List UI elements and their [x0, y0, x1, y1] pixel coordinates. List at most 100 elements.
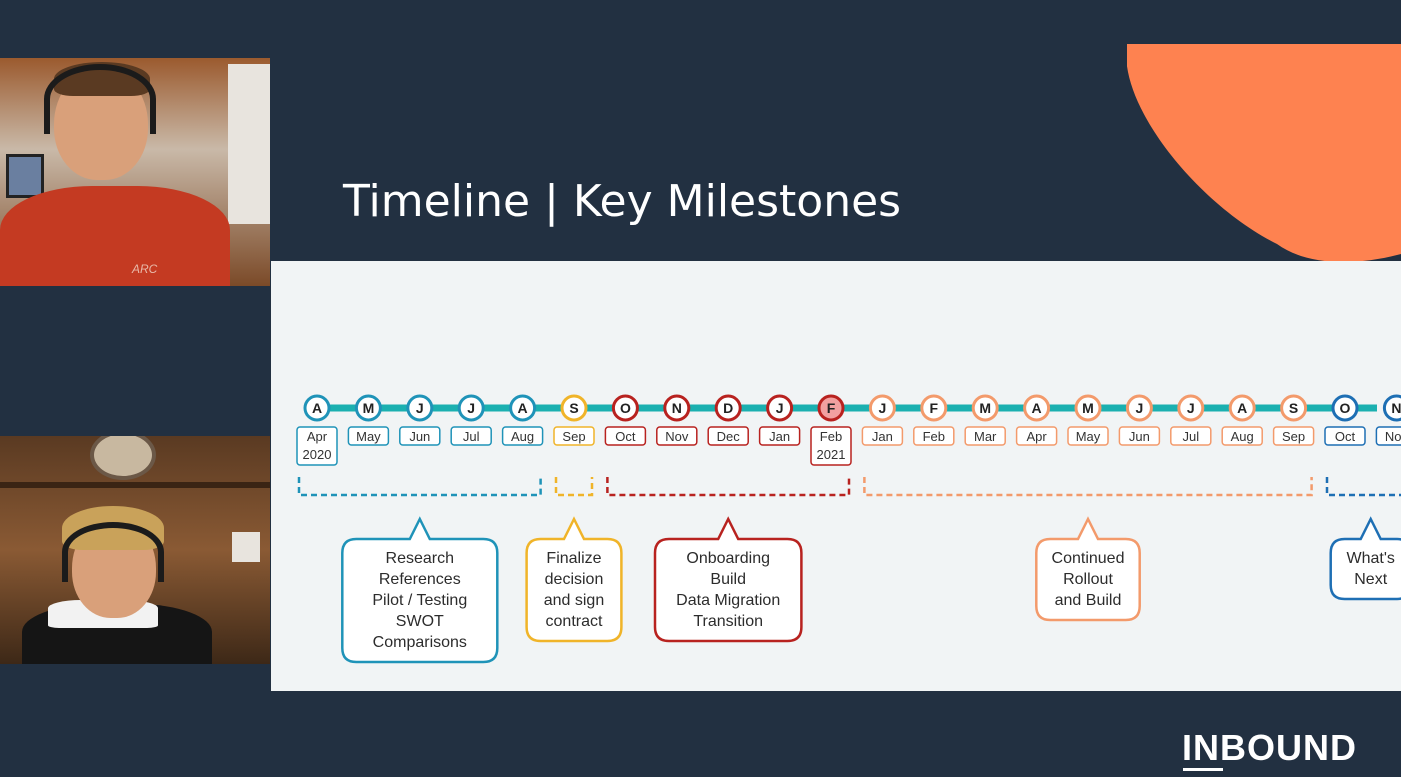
- month-label: Nov: [665, 429, 689, 444]
- month-node: M May: [1067, 394, 1109, 446]
- month-label: Jun: [1129, 429, 1150, 444]
- callout-line: SWOT: [395, 613, 444, 630]
- month-circle: [611, 394, 639, 422]
- month-circle: [509, 394, 537, 422]
- month-label-box: [450, 426, 492, 446]
- month-circle: [920, 394, 948, 422]
- orange-accent-shape: [1127, 44, 1401, 263]
- phase-bracket: [1325, 477, 1401, 497]
- video-tile-presenter-1[interactable]: ARC: [0, 58, 270, 286]
- month-circle: [1382, 394, 1401, 422]
- month-label: Apr: [307, 429, 328, 444]
- month-circle: [971, 394, 999, 422]
- month-circle: [560, 394, 588, 422]
- month-circle: [1125, 394, 1153, 422]
- callout-bubble: [1329, 516, 1401, 601]
- month-label: May: [356, 429, 381, 444]
- month-circle: [354, 394, 382, 422]
- month-circle: [817, 394, 845, 422]
- month-label-box: [347, 426, 390, 446]
- month-letter: D: [723, 400, 733, 416]
- month-node: O Oct: [1324, 394, 1366, 446]
- month-label-box: [501, 426, 544, 446]
- timeline-graphic: AApr2020MMayJJunJJulAAugSSepOOctNNovDDec…: [296, 394, 1401, 664]
- callout-line: Data Migration: [676, 592, 781, 609]
- month-node: J Jun: [1118, 394, 1161, 446]
- month-label: Aug: [511, 429, 534, 444]
- month-label: Jan: [872, 429, 893, 444]
- callout-line: and Build: [1054, 592, 1122, 609]
- callout-line: Onboarding: [686, 550, 770, 567]
- wood-beam: [0, 482, 270, 488]
- callout-line: Pilot / Testing: [372, 592, 468, 609]
- month-label: Jul: [1182, 429, 1199, 444]
- phase-bracket: [606, 477, 851, 497]
- month-label-box: [553, 426, 595, 446]
- month-circle: [1331, 394, 1359, 422]
- month-circle: [1228, 394, 1256, 422]
- month-label-box: [1067, 426, 1109, 446]
- callout-line: decision: [544, 571, 604, 588]
- month-node: D Dec: [707, 394, 749, 446]
- month-circle: [457, 394, 485, 422]
- callout-line: Research: [385, 550, 455, 567]
- month-circle: [303, 394, 331, 422]
- month-letter: F: [827, 400, 836, 416]
- month-letter: M: [1082, 400, 1094, 416]
- month-circle: [1177, 394, 1205, 422]
- month-letter: F: [930, 400, 939, 416]
- month-label: Sep: [1282, 429, 1305, 444]
- month-label: Nov: [1385, 429, 1401, 444]
- month-letter: A: [312, 400, 322, 416]
- month-letter: N: [672, 400, 682, 416]
- month-label-box: [656, 426, 698, 446]
- month-letter: J: [776, 400, 784, 416]
- month-letter: J: [1187, 400, 1195, 416]
- callout-line: contract: [545, 613, 603, 630]
- presenter-shirt: [0, 186, 230, 286]
- month-letter: O: [1340, 400, 1351, 416]
- callout-line: Rollout: [1063, 571, 1113, 588]
- month-letter: J: [416, 400, 424, 416]
- month-label-box: [810, 426, 852, 466]
- month-circle: [1074, 394, 1102, 422]
- month-label: Aug: [1231, 429, 1254, 444]
- month-label: May: [1076, 429, 1101, 444]
- month-letter: M: [979, 400, 991, 416]
- video-tile-presenter-2[interactable]: [0, 436, 270, 664]
- wall-poster: [228, 64, 270, 224]
- callout-bubble: [1035, 516, 1141, 622]
- month-node: N Nov: [656, 394, 698, 446]
- month-label: Oct: [1335, 429, 1356, 444]
- wall-sign: [232, 532, 260, 562]
- month-label-box: [913, 426, 955, 446]
- callout-bubble: [525, 516, 623, 643]
- month-letter: J: [879, 400, 887, 416]
- month-circle: [868, 394, 896, 422]
- callout-line: Finalize: [546, 550, 602, 567]
- month-label: Dec: [717, 429, 741, 444]
- callout-bubble: [653, 516, 803, 643]
- month-year: 2020: [303, 447, 332, 462]
- month-label: Jul: [463, 429, 480, 444]
- month-node: A Apr 2020: [296, 394, 338, 466]
- month-label: Apr: [1026, 429, 1047, 444]
- month-node: J Jan: [861, 394, 904, 446]
- callout-line: Continued: [1051, 550, 1125, 567]
- month-label-box: [1375, 426, 1401, 446]
- month-circle: [406, 394, 434, 422]
- headset-icon: [44, 64, 156, 134]
- month-letter: J: [1136, 400, 1144, 416]
- shirt-logo: ARC: [132, 262, 158, 276]
